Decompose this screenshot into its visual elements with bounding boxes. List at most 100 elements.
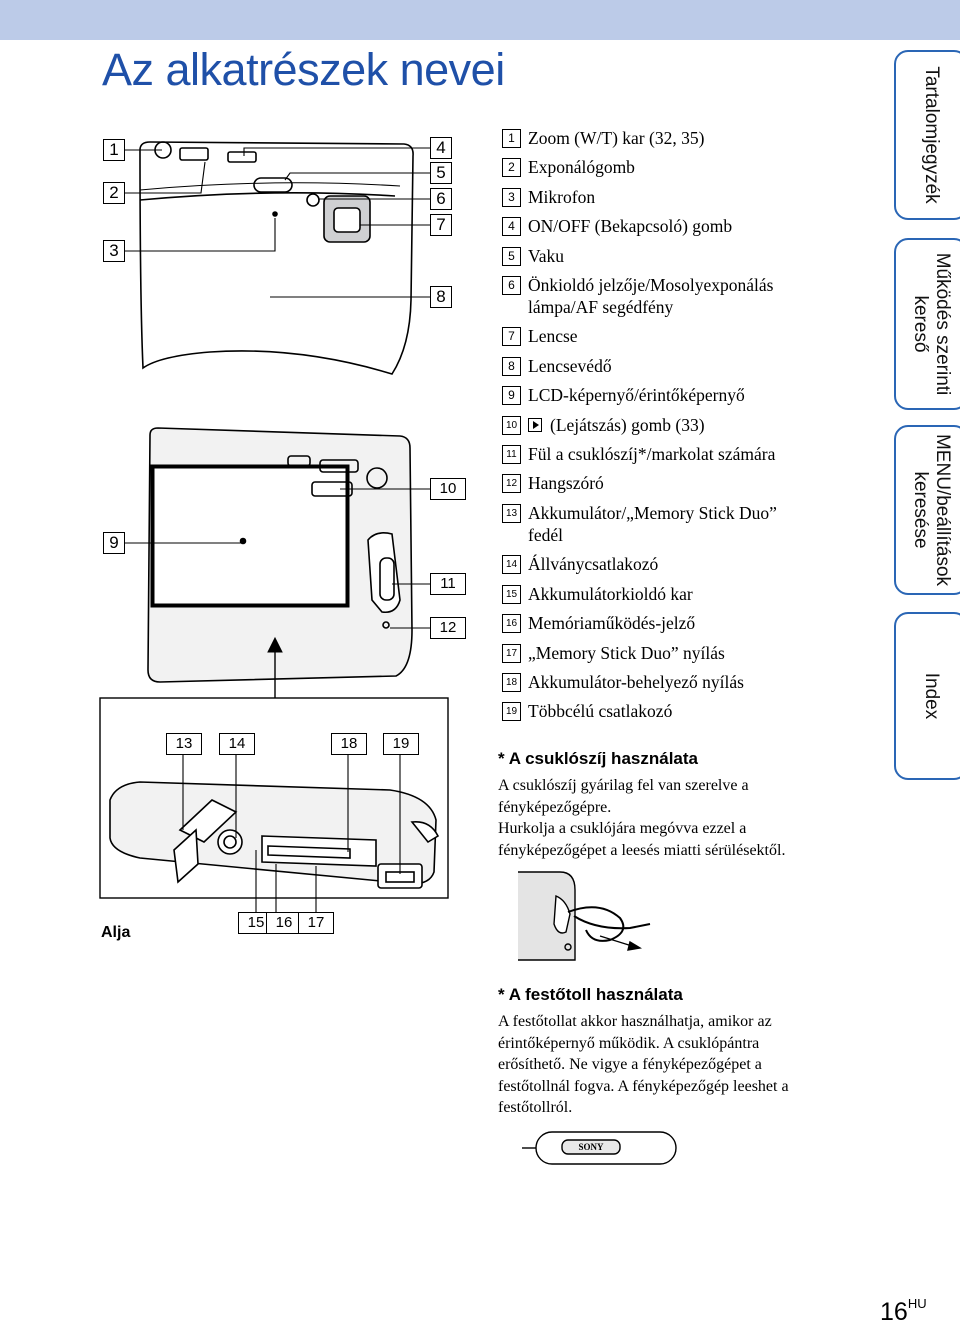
page-number-suffix: HU [907, 1296, 927, 1311]
list-item: 8 Lencsevédő [502, 352, 882, 381]
callout-3: 3 [103, 240, 125, 262]
wrist-strap-heading: * A csuklószíj használata [498, 749, 698, 768]
list-item: 17 „Memory Stick Duo” nyílás [502, 639, 882, 668]
callout-7: 7 [430, 214, 452, 236]
callout-17: 17 [298, 912, 334, 934]
tab-menu-settings-search[interactable]: MENU/beállítások keresése [894, 425, 960, 595]
part-label: Zoom (W/T) kar (32, 35) [528, 128, 705, 148]
callout-5: 5 [430, 162, 452, 184]
callout-15: 15 [238, 912, 274, 934]
part-label: Lencse [528, 326, 578, 347]
callout-16: 16 [266, 912, 302, 934]
part-label-continued: lámpa/AF segédfény [528, 297, 674, 318]
list-item: 1 Zoom (W/T) kar (32, 35) [502, 124, 882, 153]
callout-19: 19 [383, 733, 419, 755]
page-number: 16HU [880, 1296, 927, 1327]
callout-6: 6 [430, 188, 452, 210]
callout-13: 13 [166, 733, 202, 755]
arrow-up-icon [267, 636, 283, 698]
part-number: 12 [502, 474, 521, 494]
page-number-value: 16 [880, 1298, 908, 1326]
callout-9: 9 [103, 532, 125, 554]
callout-8: 8 [430, 286, 452, 308]
list-item: 19 Többcélú csatlakozó [502, 697, 882, 726]
part-label: Akkumulátor/„Memory Stick Duo” [528, 502, 777, 523]
part-number: 19 [502, 702, 521, 722]
list-item: 13 Akkumulátor/„Memory Stick Duo”fedél [502, 499, 882, 546]
stylus-line: A festőtollat akkor használhatja, amikor… [498, 1013, 772, 1030]
part-number: 4 [502, 217, 521, 237]
stylus-brand-text: SONY [578, 1142, 604, 1152]
part-label: Hangszóró [528, 473, 604, 494]
part-label: Mikrofon [528, 186, 596, 207]
wrist-strap-text: A csuklószíj gyárilag fel van szerelve a… [498, 775, 868, 861]
part-number: 14 [502, 555, 521, 575]
stylus-line: festőtollnál fogva. A fényképezőgép lees… [498, 1077, 789, 1095]
part-number: 17 [502, 643, 521, 663]
part-label: Lencsevédő [528, 355, 612, 376]
part-label: Többcélú csatlakozó [528, 701, 673, 722]
part-label: LCD-képernyő/érintőképernyő [528, 385, 745, 406]
parts-list: 1 Zoom (W/T) kar (32, 35) 2 Exponálógomb 3… [502, 124, 882, 727]
callout-18: 18 [331, 733, 367, 755]
part-label: „Memory Stick Duo” nyílás [528, 642, 725, 663]
stylus-line: érintőképernyő működik. A csuklópántra [498, 1034, 760, 1052]
callout-1: 1 [103, 139, 125, 161]
top-band [0, 0, 960, 40]
part-label: Állványcsatlakozó [528, 554, 659, 575]
camera-back-illustration [147, 427, 413, 683]
wrist-strap-line: fényképezőgépre. [498, 798, 612, 816]
stylus-illustration [522, 1131, 677, 1165]
list-item: 12 Hangszóró [502, 469, 882, 498]
list-item: 7 Lencse [502, 322, 882, 351]
part-number: 13 [502, 503, 521, 523]
wrist-strap-line: Hurkolja a csuklójára megóvva ezzel a [498, 820, 747, 837]
stylus-text: A festőtollat akkor használhatja, amikor… [498, 1011, 868, 1119]
part-number: 11 [502, 445, 521, 465]
list-item: 2 Exponálógomb [502, 153, 882, 182]
part-number: 6 [502, 276, 521, 296]
callout-10: 10 [430, 478, 466, 500]
part-label: Akkumulátor-behelyező nyílás [528, 671, 744, 692]
bottom-view-label: Alja [101, 924, 131, 941]
part-number: 10 [502, 415, 521, 435]
part-label: Akkumulátorkioldó kar [528, 583, 693, 604]
part-label: Önkioldó jelzője/Mosolyexponálás [528, 275, 774, 296]
part-number: 5 [502, 246, 521, 266]
part-label: Exponálógomb [528, 157, 635, 178]
part-number: 15 [502, 584, 521, 604]
part-number: 9 [502, 386, 521, 406]
part-number: 8 [502, 356, 521, 376]
tab-operation-search[interactable]: Működés szerinti kereső [894, 238, 960, 410]
callout-leaders [125, 147, 430, 912]
part-number: 1 [502, 129, 521, 148]
part-label: Memóriaműködés-jelző [528, 613, 696, 634]
callout-12: 12 [430, 617, 466, 639]
callout-4: 4 [430, 137, 452, 159]
callout-2: 2 [103, 182, 125, 204]
tab-contents[interactable]: Tartalomjegyzék [894, 50, 960, 220]
stylus-line: festőtollról. [498, 1099, 573, 1116]
callout-11: 11 [430, 573, 466, 595]
list-item: 10 (Lejátszás) gomb (33) [502, 411, 882, 440]
part-label: Fül a csuklószíj*/markolat számára [528, 444, 776, 465]
list-item: 14 Állványcsatlakozó [502, 550, 882, 579]
part-number: 2 [502, 158, 521, 178]
part-number: 18 [502, 672, 521, 692]
camera-bottom-illustration [109, 781, 440, 889]
tab-index[interactable]: Index [894, 612, 960, 780]
wrist-strap-line: fényképezőgépet a leesés miatti sérülése… [498, 841, 786, 859]
part-label-continued: fedél [528, 525, 563, 546]
wrist-strap-line: A csuklószíj gyárilag fel van szerelve a [498, 777, 749, 794]
part-number: 7 [502, 327, 521, 347]
camera-front-illustration [139, 141, 414, 375]
list-item: 11 Fül a csuklószíj*/markolat számára [502, 440, 882, 469]
part-label: (Lejátszás) gomb (33) [550, 414, 705, 435]
stylus-line: erősíthető. Ne vigye a fényképezőgépet a [498, 1056, 762, 1073]
